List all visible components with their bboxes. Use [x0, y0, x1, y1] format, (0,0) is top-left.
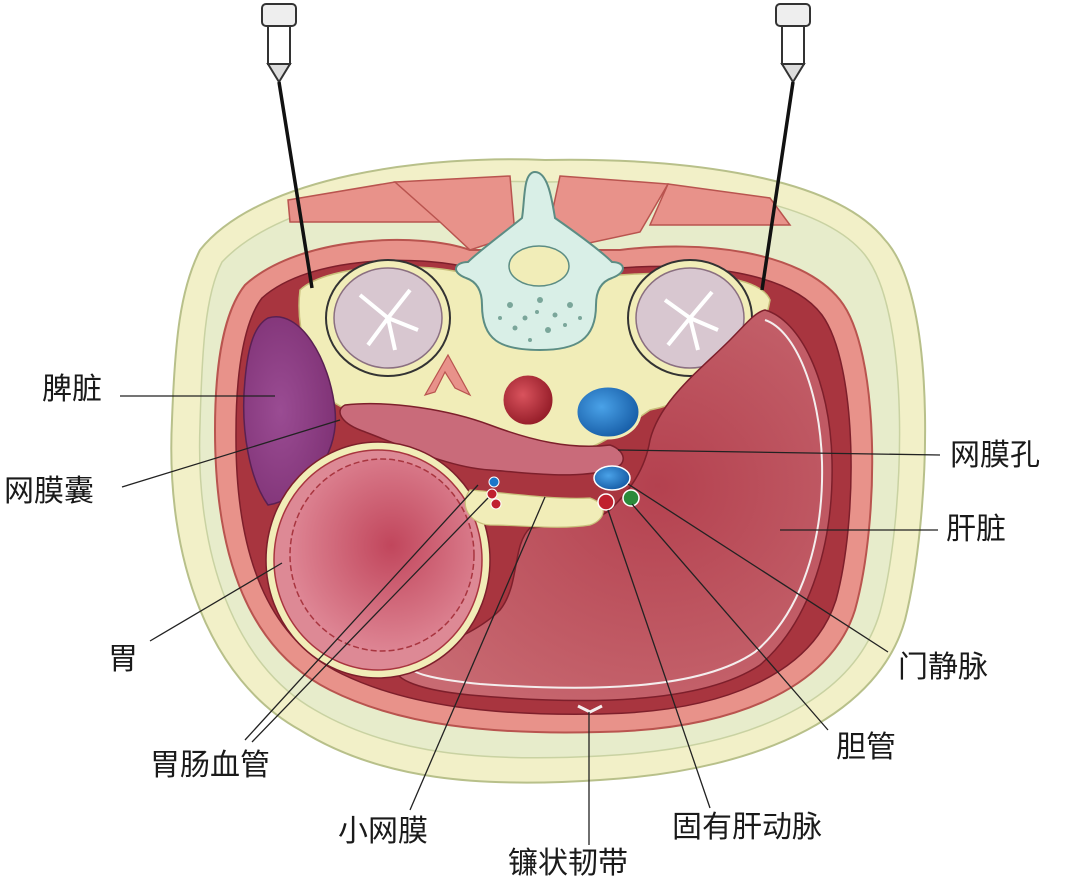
stomach	[265, 441, 491, 679]
kidney-left	[325, 259, 451, 377]
label-spleen: 脾脏	[42, 372, 102, 407]
falciform-ligament	[577, 704, 603, 714]
leader-stomach	[149, 562, 283, 642]
leader-bile-duct	[631, 503, 829, 731]
gastric-vein	[488, 476, 500, 488]
vertebral-body-texture	[498, 297, 582, 342]
label-gastro-vessels: 胃肠血管	[150, 748, 270, 783]
label-lesser-omentum: 小网膜	[338, 814, 428, 849]
back-muscle-right	[648, 183, 792, 226]
inferior-vena-cava	[574, 384, 642, 440]
spinal-canal	[508, 245, 570, 287]
adrenal-gland	[423, 353, 472, 397]
leader-lesser-omentum	[409, 496, 546, 811]
label-liver: 肝脏	[946, 512, 1006, 547]
label-hepatic-artery: 固有肝动脉	[672, 810, 822, 845]
leader-gastro-vessels-1	[244, 484, 479, 741]
aorta	[500, 372, 556, 428]
leader-hepatic-artery	[607, 509, 711, 809]
liver-capsule	[411, 319, 824, 689]
kidney-right	[627, 259, 753, 377]
spleen	[242, 316, 337, 506]
leader-omental-bursa	[121, 419, 341, 488]
label-bile-duct: 胆管	[836, 730, 896, 765]
bile-duct	[622, 489, 640, 507]
leader-epiploic-foramen	[617, 449, 941, 456]
label-falciform: 镰状韧带	[508, 846, 628, 881]
hepatic-artery	[597, 493, 615, 511]
label-stomach: 胃	[108, 642, 138, 677]
portal-vein	[593, 465, 631, 491]
leader-lines	[120, 395, 941, 845]
needle-right	[760, 3, 811, 291]
lesser-omentum	[464, 489, 604, 528]
label-portal-vein: 门静脉	[898, 650, 988, 685]
label-epiploic-foramen: 网膜孔	[950, 438, 1040, 473]
leader-portal-vein	[627, 483, 889, 653]
label-omental-bursa: 网膜囊	[4, 474, 94, 509]
leader-gastro-vessels-2	[251, 497, 489, 743]
gastric-artery-1	[486, 488, 498, 500]
gastric-artery-2	[490, 498, 502, 510]
needle-left	[261, 3, 314, 289]
